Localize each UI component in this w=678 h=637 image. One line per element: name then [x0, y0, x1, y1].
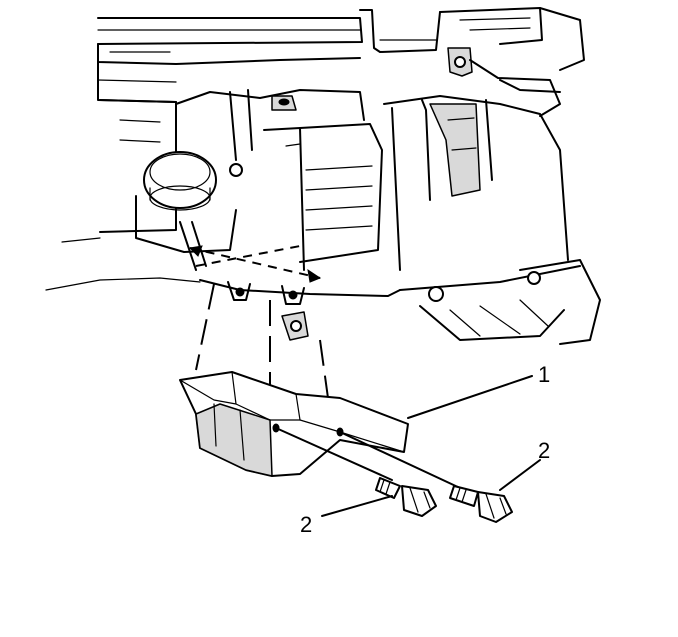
- callout-2-lower-label: 2: [300, 512, 312, 537]
- bolt-paths: [275, 427, 461, 489]
- bolt-upper: [449, 485, 513, 523]
- bolt-lower: [375, 477, 437, 517]
- leader-lines: [321, 375, 541, 517]
- callout-2-upper-label: 2: [538, 438, 550, 463]
- vehicle-structure: [45, 7, 601, 345]
- bracket-part-1: [179, 371, 409, 477]
- callout-1-label: 1: [538, 362, 550, 387]
